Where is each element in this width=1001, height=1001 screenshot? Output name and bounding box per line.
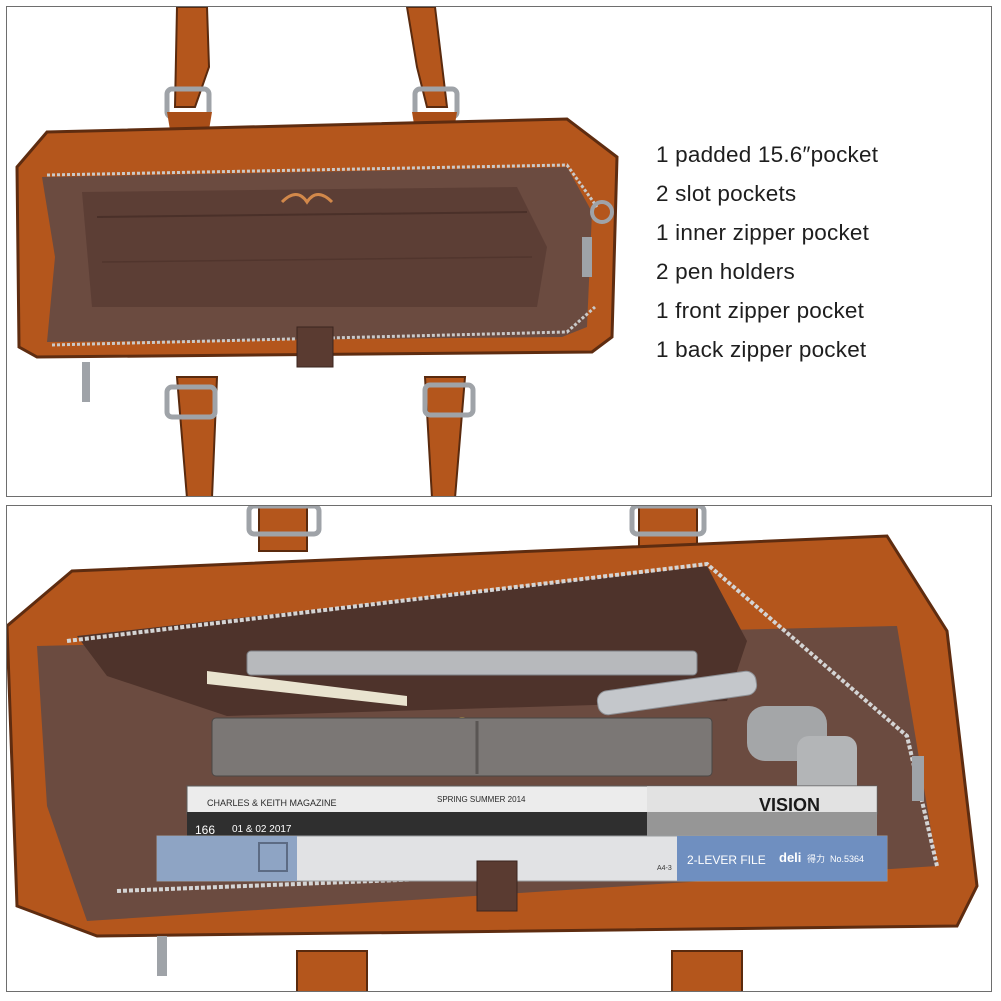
feature-item: 1 back zipper pocket bbox=[656, 337, 867, 362]
magazine-vision: VISION bbox=[759, 795, 820, 815]
feature-item: 1 inner zipper pocket bbox=[656, 220, 870, 245]
file-label: 2-LEVER FILE bbox=[687, 853, 766, 867]
file-brand-cn: 得力 bbox=[807, 853, 825, 864]
magazine-season: SPRING SUMMER 2014 bbox=[437, 795, 526, 804]
magazine-issue: 01 & 02 2017 bbox=[232, 824, 292, 835]
top-handles bbox=[246, 506, 707, 552]
feature-list: 1 padded 15.6″pocket 2 slot pockets 1 in… bbox=[656, 135, 878, 369]
magazine-title: CHARLES & KEITH MAGAZINE bbox=[207, 798, 337, 808]
feature-item: 1 padded 15.6″pocket bbox=[656, 142, 879, 167]
notepad bbox=[207, 671, 407, 706]
top-photo-panel: 1 padded 15.6″pocket 2 slot pockets 1 in… bbox=[6, 6, 992, 497]
lever-file: 2-LEVER FILE deli 得力 No.5364 A4-3 bbox=[156, 835, 888, 882]
feature-item: 1 front zipper pocket bbox=[656, 298, 865, 323]
magazine-spine-number: 166 bbox=[195, 823, 215, 837]
bottom-photo-panel: CHARLES & KEITH MAGAZINE SPRING SUMMER 2… bbox=[6, 505, 992, 992]
file-number: No.5364 bbox=[830, 854, 864, 864]
file-brand: deli bbox=[779, 850, 801, 865]
bag-interior-loaded-photo: CHARLES & KEITH MAGAZINE SPRING SUMMER 2… bbox=[7, 506, 979, 991]
feature-item: 2 slot pockets bbox=[656, 181, 797, 206]
bag-interior-empty-photo bbox=[15, 7, 619, 496]
phone bbox=[596, 670, 758, 716]
tablet bbox=[246, 650, 698, 676]
planner bbox=[211, 717, 713, 777]
mini-tripod bbox=[747, 706, 857, 801]
file-size: A4-3 bbox=[657, 865, 672, 872]
bottom-handles bbox=[164, 376, 476, 496]
feature-item: 2 pen holders bbox=[656, 259, 795, 284]
